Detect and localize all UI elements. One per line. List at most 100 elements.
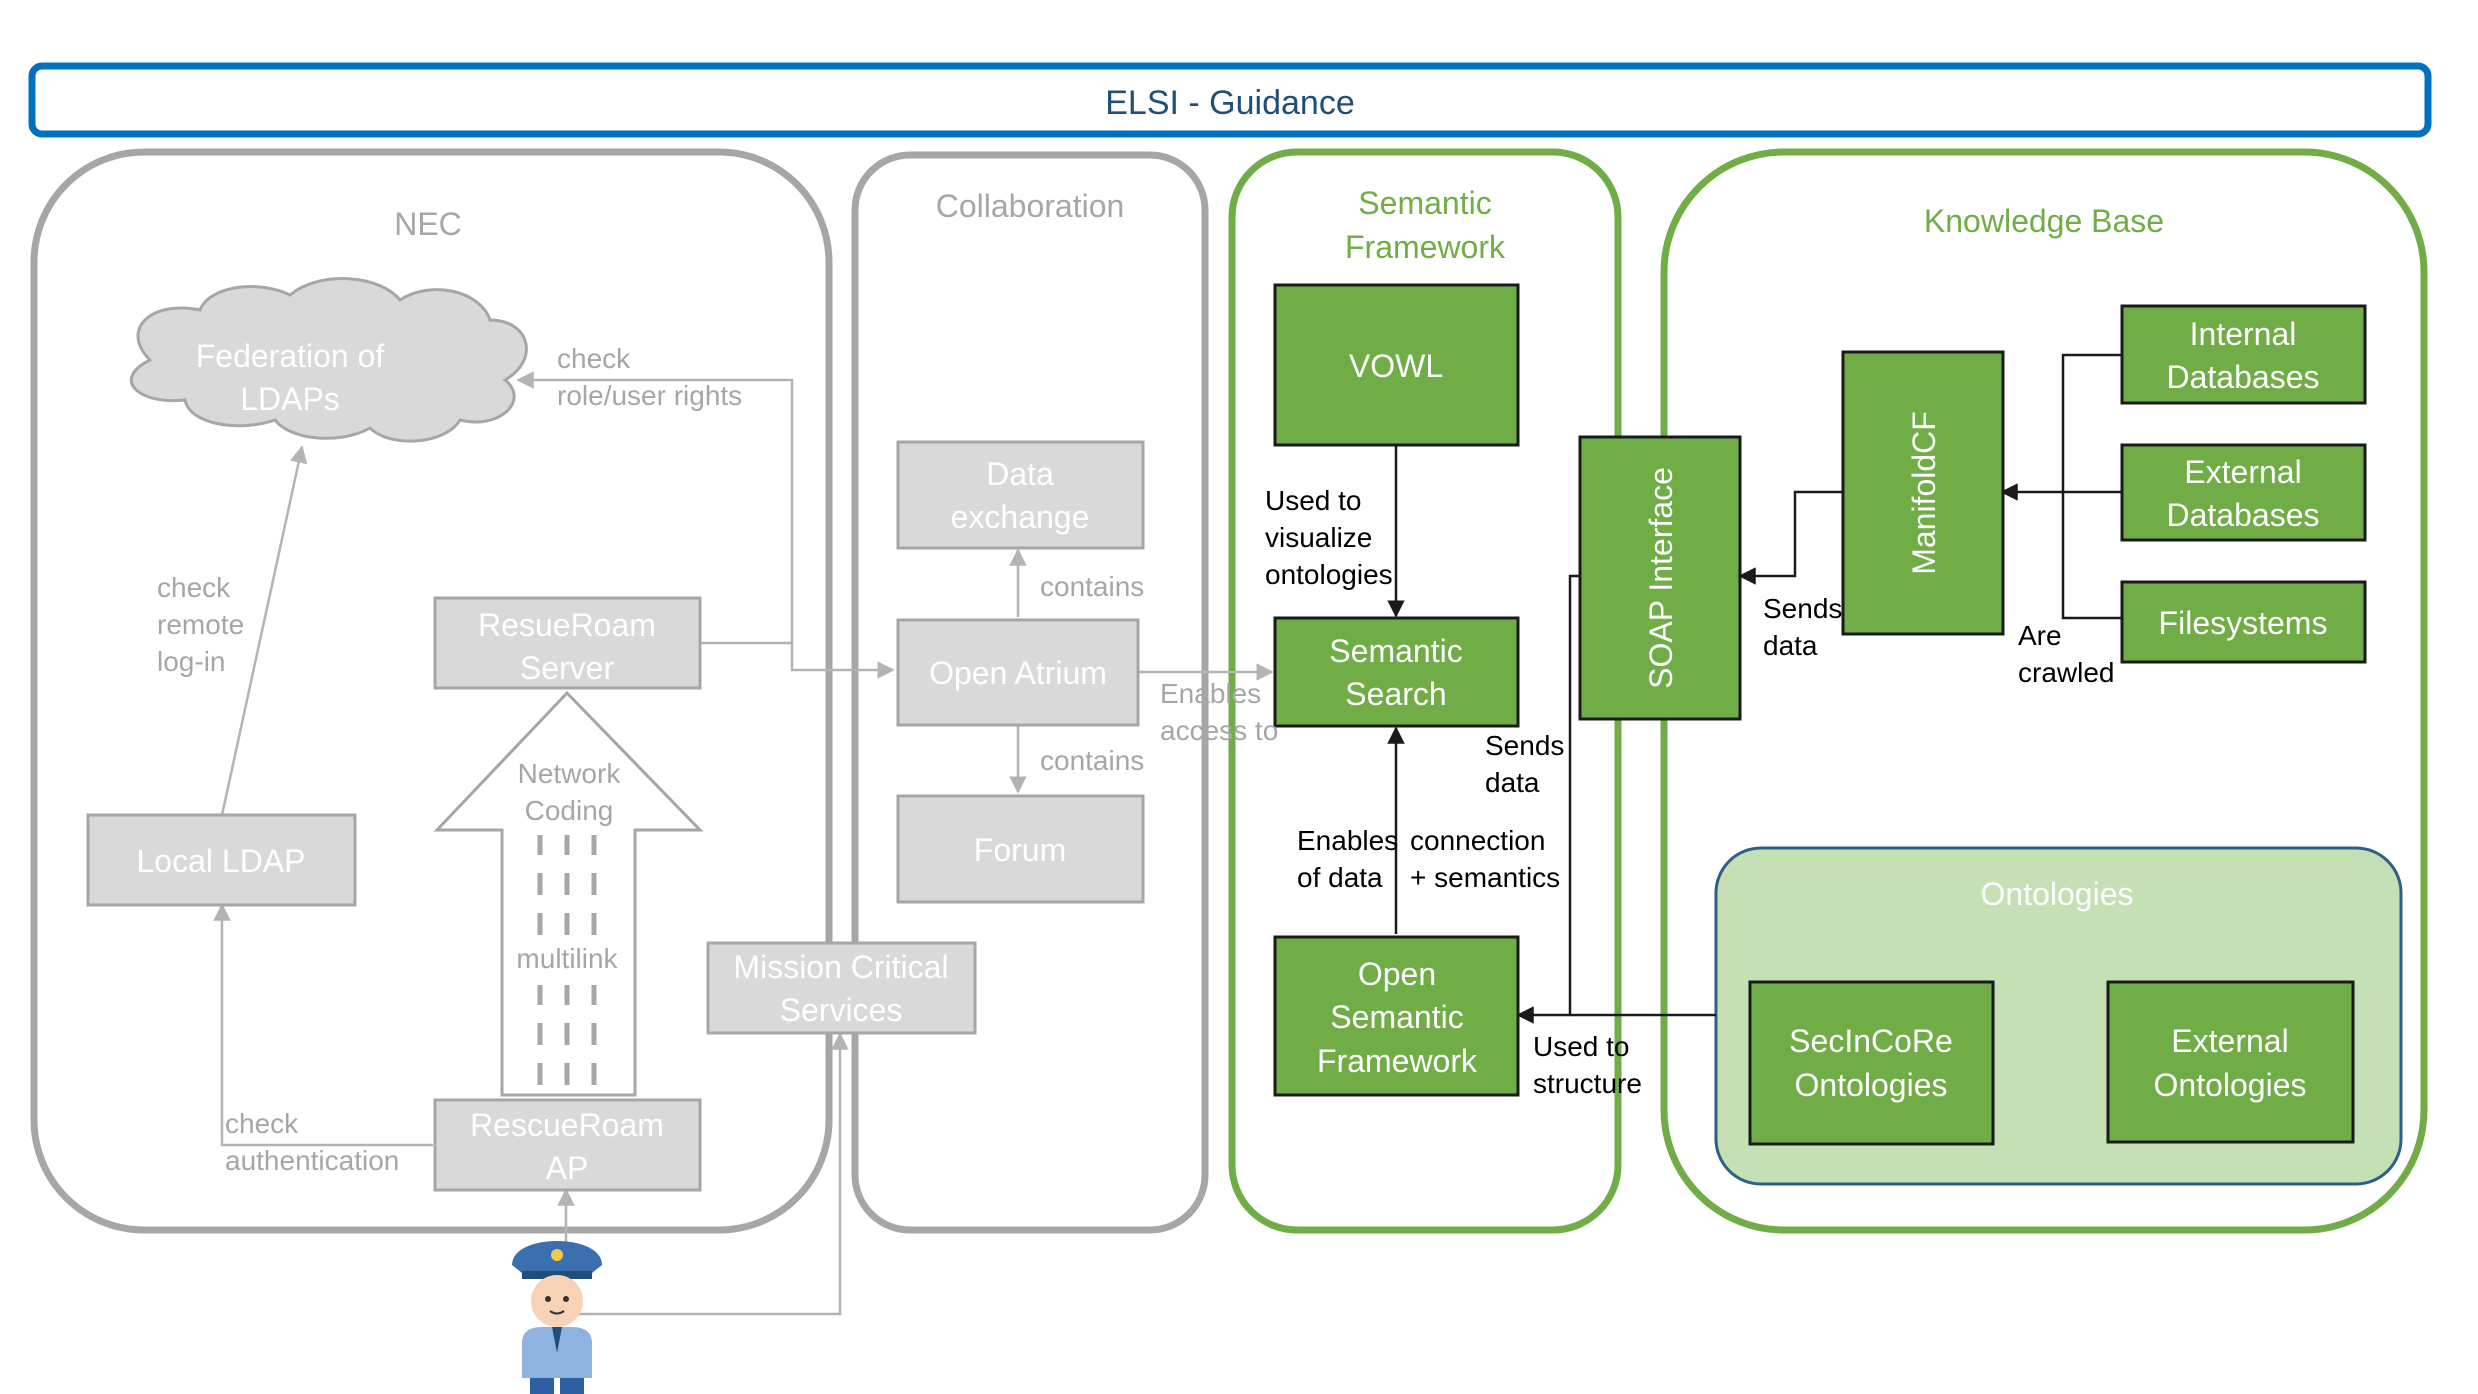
- label-check-remote-1: check: [157, 572, 231, 603]
- filesystems-box: Filesystems: [2120, 580, 2367, 664]
- external-db-line2: Databases: [2167, 497, 2320, 533]
- external-onto-line1: External: [2171, 1023, 2288, 1059]
- label-used-visualize-1: Used to: [1265, 485, 1362, 516]
- label-enables-conn-3: connection: [1410, 825, 1545, 856]
- label-check-role-2: role/user rights: [557, 380, 742, 411]
- server-line1: ResueRoam: [478, 607, 656, 643]
- label-enables-access-2: access to: [1160, 715, 1278, 746]
- federation-line1: Federation of: [196, 338, 385, 374]
- secincore-line1: SecInCoRe: [1789, 1023, 1953, 1059]
- open-atrium-label: Open Atrium: [929, 655, 1107, 691]
- external-onto-line2: Ontologies: [2154, 1067, 2307, 1103]
- internal-databases-box: Internal Databases: [2120, 304, 2367, 405]
- grey-edge-labels: check role/user rights check remote log-…: [157, 343, 1278, 1176]
- data-exchange-box: Data exchange: [896, 440, 1145, 550]
- knowledge-base-title: Knowledge Base: [1924, 203, 2164, 239]
- mission-critical-line2: Services: [780, 992, 903, 1028]
- label-used-structure-2: structure: [1533, 1068, 1642, 1099]
- label-sends-data-ss-2: data: [1485, 767, 1540, 798]
- secincore-line2: Ontologies: [1795, 1067, 1948, 1103]
- secincore-ontologies-box: SecInCoRe Ontologies: [1748, 980, 1995, 1146]
- label-enables-conn-4: + semantics: [1410, 862, 1560, 893]
- label-check-auth-2: authentication: [225, 1145, 399, 1176]
- soap-interface-label: SOAP Interface: [1643, 467, 1679, 689]
- network-coding-arrow: Network Coding multilink: [433, 690, 704, 1097]
- dark-connectors: [1387, 353, 2122, 1024]
- banner-title: ELSI - Guidance: [1105, 84, 1354, 122]
- edge-user-to-mission-critical: [566, 1032, 849, 1316]
- external-db-line1: External: [2184, 454, 2301, 490]
- open-atrium-box: Open Atrium: [896, 618, 1140, 727]
- manifoldcf-box: ManifoldCF: [1841, 350, 2005, 636]
- label-are-crawled-1: Are: [2018, 620, 2062, 651]
- label-sends-data-kb-1: Sends: [1763, 593, 1842, 624]
- osf-line2: Semantic: [1330, 999, 1463, 1035]
- label-contains-top: contains: [1040, 571, 1144, 602]
- forum-label: Forum: [974, 832, 1066, 868]
- label-used-visualize-2: visualize: [1265, 522, 1372, 553]
- police-officer-icon: [512, 1241, 602, 1394]
- forum-box: Forum: [896, 794, 1145, 904]
- dark-edge-labels: Used to visualize ontologies Sends data …: [1265, 485, 2114, 1099]
- ap-line1: RescueRoam: [470, 1107, 664, 1143]
- label-contains-bottom: contains: [1040, 745, 1144, 776]
- label-enables-conn-1: Enables: [1297, 825, 1398, 856]
- network-coding-line2: Coding: [525, 795, 614, 826]
- open-semantic-framework-box: Open Semantic Framework: [1273, 935, 1520, 1097]
- federation-line2: LDAPs: [240, 381, 340, 417]
- server-line2: Server: [520, 650, 615, 686]
- collaboration-panel: [851, 151, 1209, 1234]
- vowl-box: VOWL: [1273, 283, 1520, 447]
- label-check-remote-2: remote: [157, 609, 244, 640]
- ap-line2: AP: [546, 1150, 589, 1186]
- network-coding-line1: Network: [518, 758, 622, 789]
- edge-local-ldap-to-federation: [220, 445, 308, 816]
- network-coding-line3: multilink: [516, 943, 618, 974]
- label-sends-data-ss-1: Sends: [1485, 730, 1564, 761]
- mission-critical-services-box: Mission Critical Services: [706, 941, 977, 1035]
- ontologies-panel-title: Ontologies: [1981, 876, 2134, 912]
- rescueroam-ap-box: RescueRoam AP: [433, 1098, 702, 1192]
- elsi-guidance-banner: ELSI - Guidance: [28, 62, 2432, 138]
- local-ldap-box: Local LDAP: [86, 813, 357, 907]
- collaboration-panel-title: Collaboration: [936, 188, 1125, 224]
- label-enables-conn-2: of data: [1297, 862, 1383, 893]
- label-check-auth-1: check: [225, 1108, 299, 1139]
- label-are-crawled-2: crawled: [2018, 657, 2114, 688]
- vowl-label: VOWL: [1349, 348, 1443, 384]
- local-ldap-label: Local LDAP: [137, 843, 306, 879]
- internal-db-line1: Internal: [2190, 316, 2297, 352]
- edge-manifold-to-soap: [1738, 490, 1843, 585]
- label-used-visualize-3: ontologies: [1265, 559, 1393, 590]
- data-exchange-line2: exchange: [951, 499, 1090, 535]
- filesystems-label: Filesystems: [2159, 605, 2328, 641]
- osf-line1: Open: [1358, 956, 1436, 992]
- rescueroam-server-box: ResueRoam Server: [433, 596, 702, 690]
- manifoldcf-label: ManifoldCF: [1906, 411, 1942, 575]
- edge-check-role-rights: [516, 371, 794, 643]
- grey-connectors: [213, 371, 1274, 1316]
- semantic-search-box: Semantic Search: [1273, 616, 1520, 728]
- soap-interface-box: SOAP Interface: [1578, 435, 1742, 721]
- semantic-framework-title-line2: Framework: [1345, 229, 1506, 265]
- nec-panel-title: NEC: [394, 206, 462, 242]
- label-used-structure-1: Used to: [1533, 1031, 1630, 1062]
- label-enables-access-1: Enables: [1160, 678, 1261, 709]
- label-sends-data-kb-2: data: [1763, 630, 1818, 661]
- semantic-search-line2: Search: [1345, 676, 1446, 712]
- federation-of-ldaps-cloud: Federation of LDAPs: [129, 277, 528, 443]
- semantic-framework-title-line1: Semantic: [1358, 185, 1491, 221]
- edge-sources-bracket: [2061, 353, 2122, 620]
- semantic-search-line1: Semantic: [1329, 633, 1462, 669]
- mission-critical-line1: Mission Critical: [733, 949, 948, 985]
- osf-line3: Framework: [1317, 1043, 1478, 1079]
- label-check-role-1: check: [557, 343, 631, 374]
- external-ontologies-box: External Ontologies: [2106, 980, 2355, 1144]
- edge-server-to-atrium: [700, 641, 895, 679]
- edge-soap-to-osf: [1516, 574, 1580, 1024]
- data-exchange-line1: Data: [986, 456, 1054, 492]
- label-check-remote-3: log-in: [157, 646, 225, 677]
- edge-ap-to-local-ldap: [213, 903, 433, 1147]
- nec-panel: [30, 148, 833, 1234]
